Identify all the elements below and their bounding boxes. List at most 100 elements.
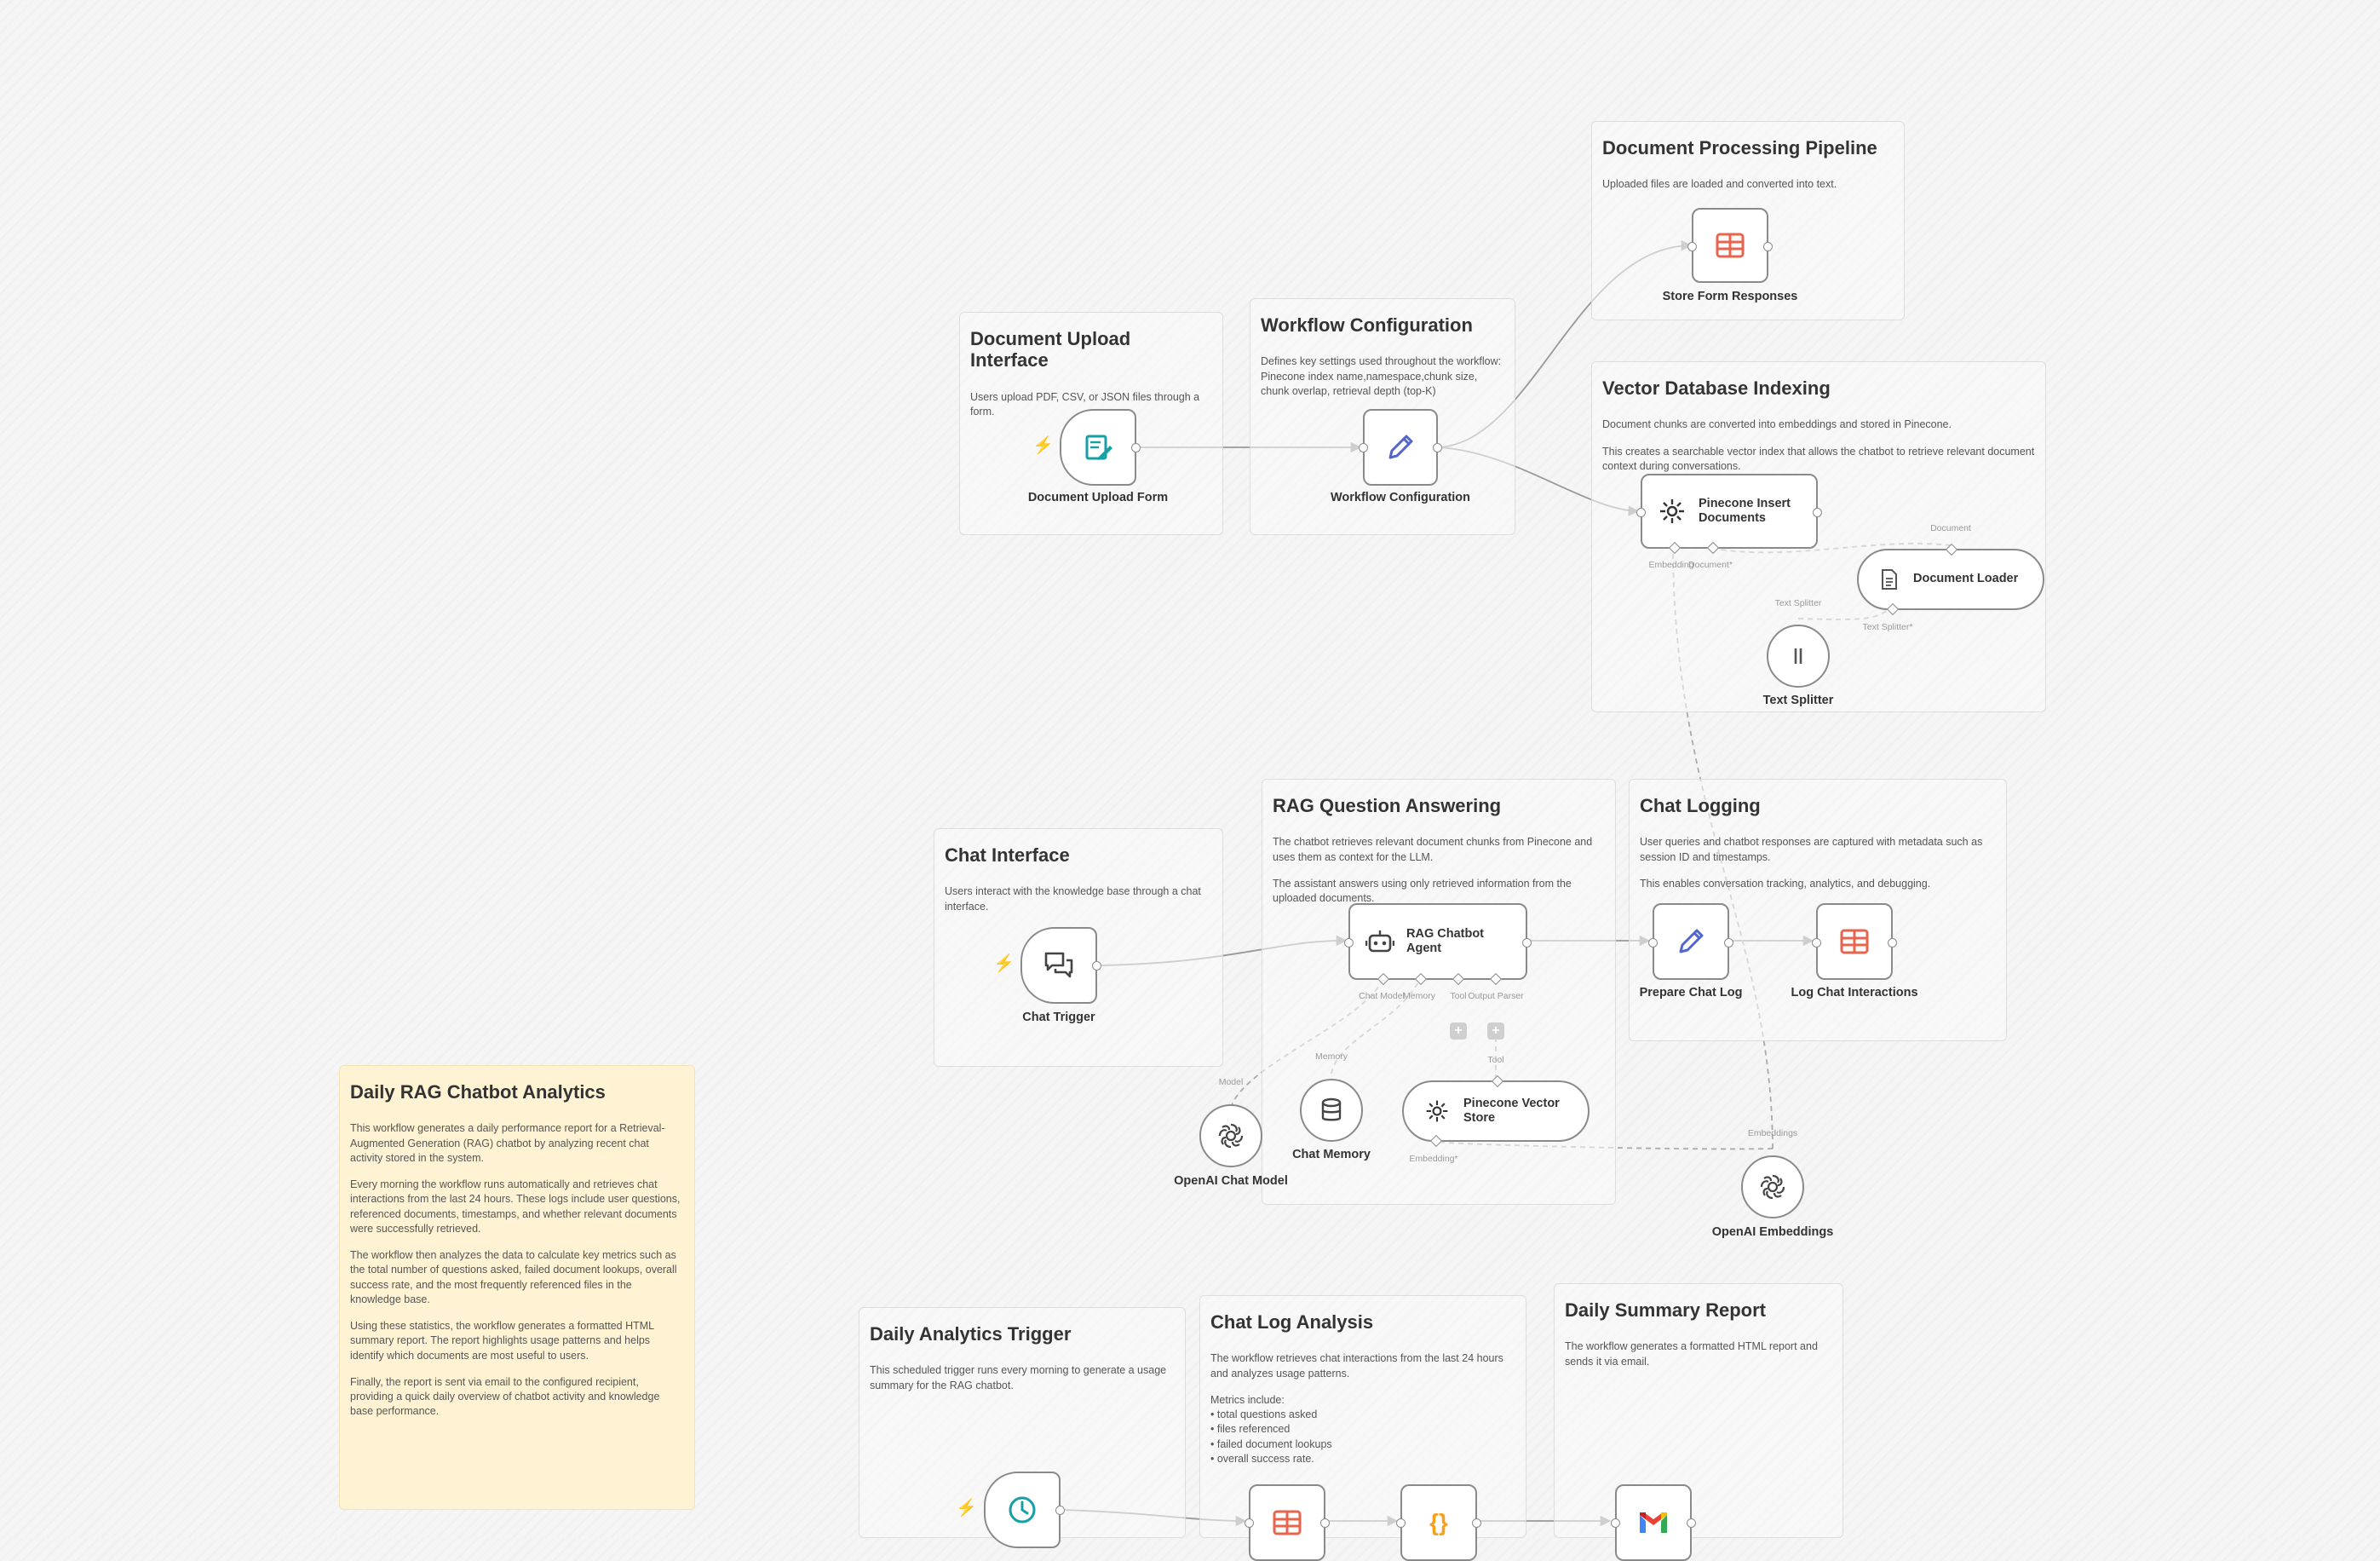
database-icon	[1320, 1097, 1342, 1123]
sticky-text: Users interact with the knowledge base t…	[945, 885, 1201, 913]
connector-label-chat-model: Chat Model	[1359, 991, 1405, 1001]
sticky-title: Chat Interface	[945, 844, 1070, 866]
trigger-bolt-icon: ⚡	[956, 1499, 977, 1518]
node-openai-embeddings[interactable]	[1741, 1155, 1804, 1218]
node-prepare-chat-log[interactable]	[1648, 903, 1733, 980]
node-openai-chat-model[interactable]	[1199, 1104, 1262, 1167]
node-document-loader[interactable]: Document Loader	[1857, 543, 2044, 616]
gmail-icon	[1637, 1510, 1670, 1535]
node-title: Pinecone Vector Store	[1463, 1096, 1560, 1125]
add-tool-button[interactable]: +	[1450, 1022, 1467, 1040]
connector-label-embeddings: Embeddings	[1747, 1128, 1798, 1138]
connector-label-text-splitter-required: Text Splitter*	[1862, 622, 1913, 632]
node-label: Chat Memory	[1292, 1148, 1371, 1161]
connector-label-text-splitter: Text Splitter	[1774, 598, 1822, 608]
node-schedule-trigger[interactable]	[984, 1472, 1065, 1548]
node-label: Store Form Responses	[1662, 290, 1798, 303]
sticky-text: Finally, the report is sent via email to…	[350, 1375, 660, 1418]
connector-label-model: Model	[1218, 1077, 1244, 1087]
connector-label-embedding-required: Embedding*	[1409, 1154, 1458, 1164]
node-pinecone-vector-store[interactable]: Pinecone Vector Store	[1402, 1074, 1590, 1148]
node-send-email[interactable]	[1611, 1484, 1696, 1561]
splitter-icon	[1789, 646, 1808, 666]
sticky-text: Document chunks are converted into embed…	[1602, 418, 1952, 431]
table-icon	[1272, 1507, 1302, 1538]
node-label: Text Splitter	[1762, 694, 1834, 707]
node-pinecone-insert-documents[interactable]: Pinecone Insert Documents	[1636, 474, 1822, 555]
pinecone-icon	[1424, 1098, 1450, 1124]
form-icon	[1082, 431, 1114, 464]
chat-icon	[1043, 950, 1075, 981]
openai-icon	[1217, 1122, 1245, 1149]
node-label: Log Chat Interactions	[1791, 986, 1918, 999]
sticky-title: Chat Log Analysis	[1210, 1311, 1374, 1333]
sticky-text: The workflow generates a formatted HTML …	[1565, 1340, 1818, 1368]
robot-icon	[1365, 929, 1394, 954]
table-icon	[1715, 230, 1745, 261]
sticky-text: Every morning the workflow runs automati…	[350, 1178, 681, 1235]
sticky-title: Chat Logging	[1640, 795, 1761, 816]
sticky-title: Daily Analytics Trigger	[870, 1323, 1072, 1345]
node-chat-trigger[interactable]	[1020, 927, 1101, 1004]
connector-label-output-parser: Output Parser	[1468, 991, 1524, 1001]
sticky-title: Daily Summary Report	[1565, 1299, 1766, 1321]
openai-icon	[1759, 1173, 1786, 1201]
sticky-title: Daily RAG Chatbot Analytics	[350, 1081, 606, 1103]
node-label: Chat Trigger	[1022, 1011, 1095, 1024]
node-label: Workflow Configuration	[1330, 491, 1471, 504]
node-text-splitter[interactable]	[1767, 625, 1830, 688]
connector-label-document-required: Document*	[1688, 560, 1733, 570]
sticky-text: The chatbot retrieves relevant document …	[1273, 836, 1593, 863]
node-label: OpenAI Chat Model	[1174, 1174, 1288, 1188]
clock-icon	[1007, 1495, 1038, 1525]
sticky-text: Metrics include: • total questions asked…	[1210, 1393, 1332, 1465]
sticky-title: Document Upload Interface	[970, 328, 1131, 372]
node-title: Document Loader	[1913, 572, 2019, 586]
pinecone-icon	[1658, 497, 1687, 526]
node-label: Document Upload Form	[1027, 491, 1169, 504]
sticky-text: The workflow retrieves chat interactions…	[1210, 1352, 1503, 1380]
node-title: RAG Chatbot Agent	[1406, 926, 1485, 955]
node-rag-chatbot-agent[interactable]: RAG Chatbot Agent	[1344, 903, 1532, 986]
sticky-daily-rag-chatbot-analytics[interactable]: Daily RAG Chatbot Analytics This workflo…	[339, 1065, 695, 1510]
node-log-chat-interactions[interactable]	[1812, 903, 1897, 980]
sticky-text: This scheduled trigger runs every mornin…	[870, 1364, 1167, 1391]
sticky-text: The workflow then analyzes the data to c…	[350, 1249, 677, 1305]
node-workflow-configuration[interactable]	[1359, 409, 1442, 486]
connector-label-tool-node: Tool	[1487, 1055, 1504, 1065]
sticky-text: Users upload PDF, CSV, or JSON files thr…	[970, 390, 1200, 418]
node-get-chat-logs[interactable]	[1245, 1484, 1330, 1561]
node-store-form-responses[interactable]	[1687, 208, 1773, 283]
sticky-daily-summary-report[interactable]: Daily Summary Report The workflow genera…	[1554, 1283, 1843, 1538]
sticky-text: User queries and chatbot responses are c…	[1640, 836, 1983, 863]
connector-label-embedding: Embedding	[1648, 560, 1694, 570]
sticky-text: Uploaded files are loaded and converted …	[1602, 178, 1837, 191]
connector-label-memory-node: Memory	[1315, 1051, 1348, 1062]
svg-text:{}: {}	[1429, 1509, 1448, 1535]
sticky-chat-logging[interactable]: Chat Logging User queries and chatbot re…	[1629, 779, 2007, 1041]
sticky-text: Defines key settings used throughout the…	[1261, 355, 1502, 397]
trigger-bolt-icon: ⚡	[993, 954, 1015, 973]
sticky-title: Vector Database Indexing	[1602, 377, 1831, 399]
connector-label-document: Document	[1930, 523, 1971, 533]
trigger-bolt-icon: ⚡	[1032, 436, 1054, 455]
add-output-parser-button[interactable]: +	[1487, 1022, 1504, 1040]
node-chat-memory[interactable]	[1300, 1079, 1363, 1142]
connector-label-tool: Tool	[1450, 991, 1467, 1001]
sticky-title: Document Processing Pipeline	[1602, 137, 1877, 158]
node-title: Pinecone Insert Documents	[1699, 496, 1791, 525]
pencil-icon	[1385, 432, 1416, 463]
node-document-upload-form[interactable]	[1060, 409, 1141, 486]
sticky-document-processing-pipeline[interactable]: Document Processing Pipeline Uploaded fi…	[1591, 121, 1905, 320]
table-icon	[1839, 926, 1870, 957]
node-analyze-code[interactable]: {}	[1396, 1484, 1481, 1561]
sticky-text: This creates a searchable vector index t…	[1602, 445, 2035, 472]
connector-label-memory: Memory	[1403, 991, 1435, 1001]
sticky-title: RAG Question Answering	[1273, 795, 1502, 816]
code-icon: {}	[1423, 1507, 1455, 1538]
document-icon	[1879, 568, 1900, 590]
node-label: Prepare Chat Log	[1639, 986, 1743, 999]
sticky-title: Workflow Configuration	[1261, 314, 1473, 336]
node-label: OpenAI Embeddings	[1711, 1225, 1834, 1239]
